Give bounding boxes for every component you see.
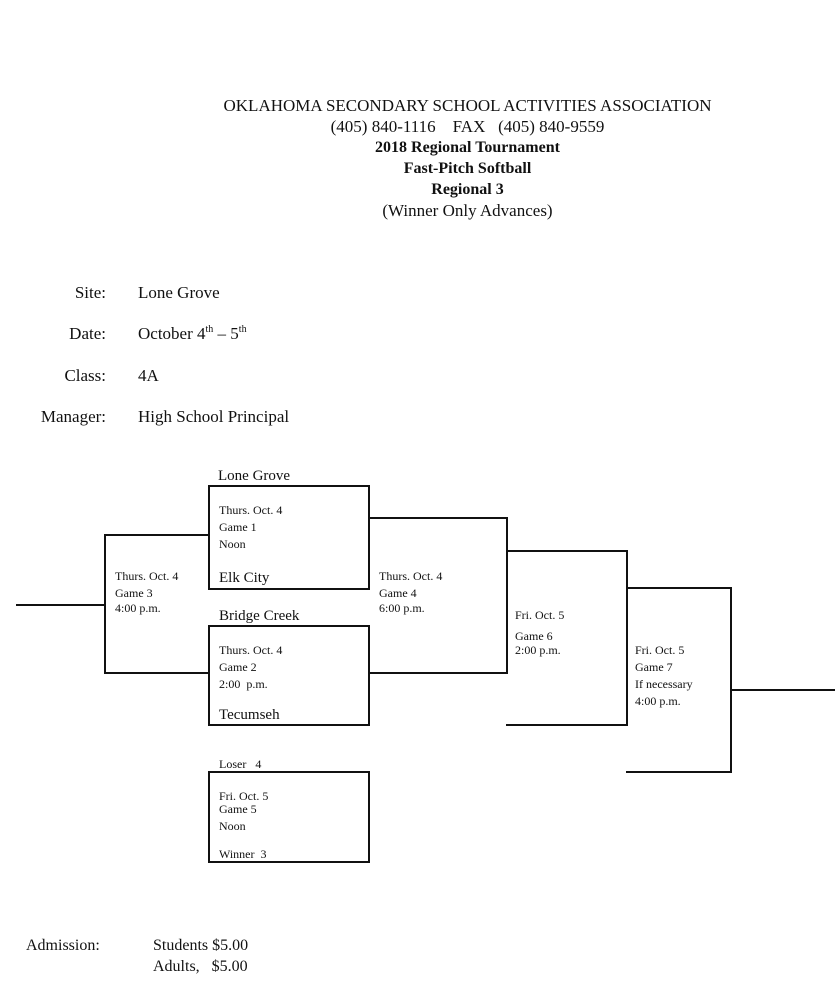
game-7-date: Fri. Oct. 5	[635, 643, 685, 657]
game-3-number: Game 3	[115, 586, 153, 600]
team-elk-city: Elk City	[219, 570, 270, 586]
game-3-time: 4:00 p.m.	[115, 601, 161, 615]
game-2-info: Thurs. Oct. 4 Game 2 2:00 p.m.	[219, 642, 282, 693]
game-1-date: Thurs. Oct. 4	[219, 503, 283, 517]
game-6-number: Game 6	[515, 629, 553, 643]
g4-bottom-line	[370, 672, 508, 674]
document-header: OKLAHOMA SECONDARY SCHOOL ACTIVITIES ASS…	[0, 95, 835, 221]
game-3-date: Thurs. Oct. 4	[115, 569, 179, 583]
game-5-time: Noon	[219, 819, 246, 833]
g4-vertical-line	[506, 517, 508, 674]
g5-bottom-line	[208, 861, 370, 863]
admission-students: Students $5.00	[153, 937, 249, 954]
g6-bottom-line	[506, 724, 628, 726]
champion-line	[730, 689, 835, 691]
g7-vertical-line	[730, 587, 732, 773]
game-3-info: Thurs. Oct. 4 Game 3 4:00 p.m.	[115, 568, 178, 617]
manager-value: High School Principal	[138, 407, 290, 426]
team-tecumseh: Tecumseh	[219, 707, 280, 723]
game-6-time: 2:00 p.m.	[515, 643, 561, 657]
manager-label: Manager:	[40, 407, 106, 426]
org-name: OKLAHOMA SECONDARY SCHOOL ACTIVITIES ASS…	[223, 96, 712, 115]
g1-right-line	[368, 485, 370, 590]
phone-fax: (405) 840-1116 FAX (405) 840-9559	[330, 117, 605, 136]
sport-title: Fast-Pitch Softball	[403, 160, 532, 177]
g7-bottom-line	[626, 771, 732, 773]
g6-vertical-line	[626, 550, 628, 726]
game-6-info: Fri. Oct. 5 Game 6 2:00 p.m.	[515, 607, 564, 659]
date-separator: – 5	[213, 324, 239, 343]
site-value: Lone Grove	[138, 283, 220, 302]
loser-4-label: Loser 4	[219, 757, 262, 771]
g3-output-line	[16, 604, 106, 606]
game-4-info: Thurs. Oct. 4 Game 4 6:00 p.m.	[379, 568, 442, 617]
game-6-date: Fri. Oct. 5	[515, 608, 565, 622]
admission-label: Admission:	[26, 937, 100, 954]
g2-left-line	[208, 625, 210, 726]
tournament-title: 2018 Regional Tournament	[375, 139, 560, 156]
game-5-date: Fri. Oct. 5	[219, 789, 269, 803]
game-7-info: Fri. Oct. 5 Game 7 If necessary 4:00 p.m…	[635, 642, 693, 710]
game-5-info: Fri. Oct. 5 Game 5 Noon	[219, 788, 268, 835]
date-label: Date:	[69, 324, 106, 343]
g3-top-line	[104, 534, 210, 536]
g2-top-line	[208, 625, 370, 627]
game-7-condition: If necessary	[635, 677, 693, 691]
g1-top-line	[208, 485, 370, 487]
class-label: Class:	[64, 366, 106, 385]
date-value: October 4th – 5th	[138, 324, 247, 344]
date-sup-2: th	[238, 324, 247, 335]
team-bridge-creek: Bridge Creek	[219, 608, 300, 624]
g4-top-line	[370, 517, 508, 519]
date-month: October 4	[138, 324, 206, 343]
g3-bottom-line	[104, 672, 210, 674]
g2-right-line	[368, 625, 370, 726]
game-1-info: Thurs. Oct. 4 Game 1 Noon	[219, 502, 282, 553]
game-7-number: Game 7	[635, 660, 673, 674]
date-sup-1: th	[205, 324, 214, 335]
g2-bottom-line	[208, 724, 370, 726]
site-label: Site:	[74, 283, 106, 302]
game-2-date: Thurs. Oct. 4	[219, 643, 283, 657]
g5-left-line	[208, 771, 210, 863]
game-1-number: Game 1	[219, 520, 257, 534]
game-2-time: 2:00 p.m.	[219, 677, 268, 691]
game-4-date: Thurs. Oct. 4	[379, 569, 443, 583]
g5-top-line	[208, 771, 370, 773]
regional-title: Regional 3	[431, 181, 504, 198]
admission-adults: Adults, $5.00	[153, 958, 248, 975]
game-4-number: Game 4	[379, 586, 417, 600]
game-2-number: Game 2	[219, 660, 257, 674]
game-5-number: Game 5	[219, 802, 257, 816]
game-1-time: Noon	[219, 537, 246, 551]
class-value: 4A	[138, 366, 159, 385]
g1-bottom-line	[208, 588, 370, 590]
g7-top-line	[628, 587, 732, 589]
g6-top-line	[508, 550, 628, 552]
g1-left-line	[208, 485, 210, 590]
team-lone-grove: Lone Grove	[218, 468, 291, 484]
winner-3-label: Winner 3	[219, 847, 267, 861]
g5-right-line	[368, 771, 370, 863]
advance-note: (Winner Only Advances)	[382, 201, 553, 220]
game-4-time: 6:00 p.m.	[379, 601, 425, 615]
game-7-time: 4:00 p.m.	[635, 694, 681, 708]
